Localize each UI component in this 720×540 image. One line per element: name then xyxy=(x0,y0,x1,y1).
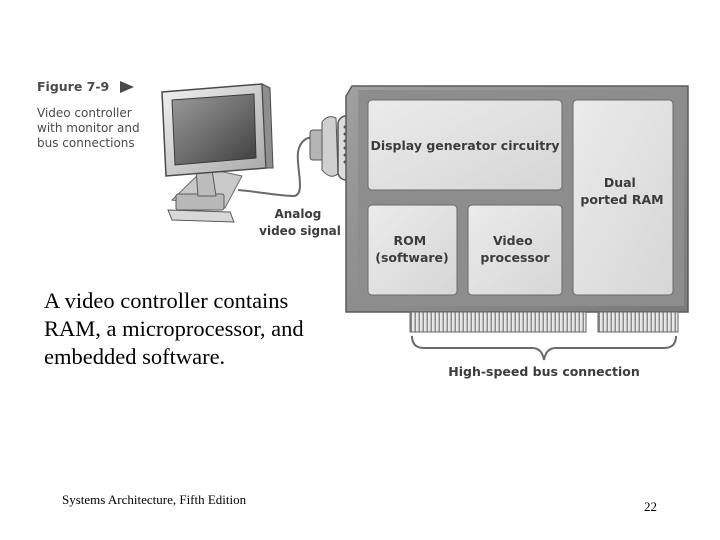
figure-caption-line: bus connections xyxy=(37,136,135,150)
monitor-icon xyxy=(161,83,274,223)
video-processor-block xyxy=(467,204,563,296)
analog-video-signal-label: Analog video signal xyxy=(259,207,341,238)
video-processor-label: Video processor xyxy=(480,233,550,265)
display-generator-label: Display generator circuitry xyxy=(370,138,559,153)
slide-body-text: A video controller contains RAM, a micro… xyxy=(44,288,304,369)
video-card xyxy=(345,85,689,313)
rom-block xyxy=(367,204,458,296)
figure-caption-line: with monitor and xyxy=(37,121,140,135)
figure-caption-line: Video controller xyxy=(37,106,132,120)
page-number: 22 xyxy=(644,499,657,514)
video-cable xyxy=(237,136,317,198)
dual-ported-ram-label: Dual ported RAM xyxy=(580,175,663,207)
bus-brace xyxy=(411,335,677,361)
figure-label: Figure 7-9 xyxy=(37,79,110,94)
figure-caption: Video controller with monitor and bus co… xyxy=(37,106,157,151)
figure-arrow-icon xyxy=(120,81,134,93)
display-generator-block xyxy=(367,99,563,191)
dual-ported-ram-block xyxy=(572,99,674,296)
bus-edge-connector xyxy=(409,311,679,333)
bus-connection-label: High-speed bus connection xyxy=(448,364,640,379)
footer-title: Systems Architecture, Fifth Edition xyxy=(62,492,247,507)
rom-label: ROM (software) xyxy=(375,233,449,265)
